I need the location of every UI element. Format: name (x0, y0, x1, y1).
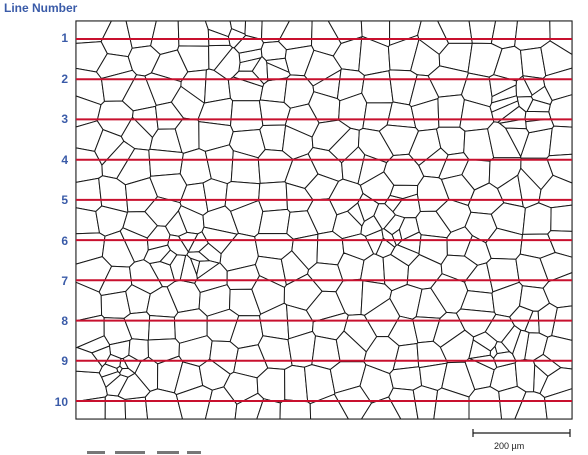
grain (159, 249, 178, 266)
grain (412, 385, 439, 420)
grain (489, 345, 498, 359)
grain (279, 399, 312, 420)
line-label-3: 3 (61, 112, 68, 126)
grain (101, 371, 121, 388)
line-label-8: 8 (61, 314, 68, 328)
grain-boundaries (75, 20, 573, 420)
line-label-7: 7 (61, 274, 68, 288)
test-lines (76, 38, 572, 402)
grain (148, 148, 184, 177)
grain (361, 70, 394, 104)
grain (389, 184, 419, 200)
grain (514, 359, 536, 393)
grain (284, 364, 309, 403)
grain (75, 177, 103, 212)
grain (398, 217, 420, 241)
line-label-5: 5 (61, 193, 68, 207)
grain (196, 260, 220, 279)
grain (311, 335, 341, 370)
grain (230, 100, 264, 133)
grain (501, 325, 522, 355)
scale-bar (472, 429, 571, 437)
grain (548, 125, 573, 157)
grain (258, 181, 288, 212)
grain (147, 315, 176, 341)
grain (505, 127, 530, 157)
line-label-4: 4 (61, 153, 68, 167)
line-label-9: 9 (61, 354, 68, 368)
grain (347, 202, 365, 227)
line-number-heading: Line Number (4, 1, 78, 15)
grain-micrograph (75, 20, 573, 420)
caption-fragment (87, 451, 201, 454)
grain (119, 367, 136, 378)
line-label-2: 2 (61, 72, 68, 86)
scale-label: 200 µm (494, 441, 525, 451)
grain (490, 20, 518, 50)
line-label-6: 6 (61, 234, 68, 248)
grain (381, 228, 397, 248)
grain (546, 153, 573, 184)
grain (207, 28, 231, 47)
grain (469, 354, 498, 371)
grain (544, 388, 573, 420)
grain (258, 99, 291, 126)
grain (258, 208, 291, 235)
grain (389, 366, 423, 391)
grain (491, 100, 520, 123)
grain (177, 20, 210, 47)
grain (266, 62, 291, 82)
line-label-1: 1 (61, 31, 68, 45)
grain (539, 252, 573, 283)
grain (540, 40, 573, 77)
grain (100, 290, 131, 319)
grain (165, 210, 188, 237)
grain (117, 372, 151, 400)
grain (468, 386, 503, 420)
grain (547, 230, 573, 258)
grain (550, 204, 573, 232)
grain (526, 99, 551, 113)
line-label-10: 10 (54, 395, 68, 409)
grain (229, 20, 246, 35)
grain (522, 202, 552, 235)
